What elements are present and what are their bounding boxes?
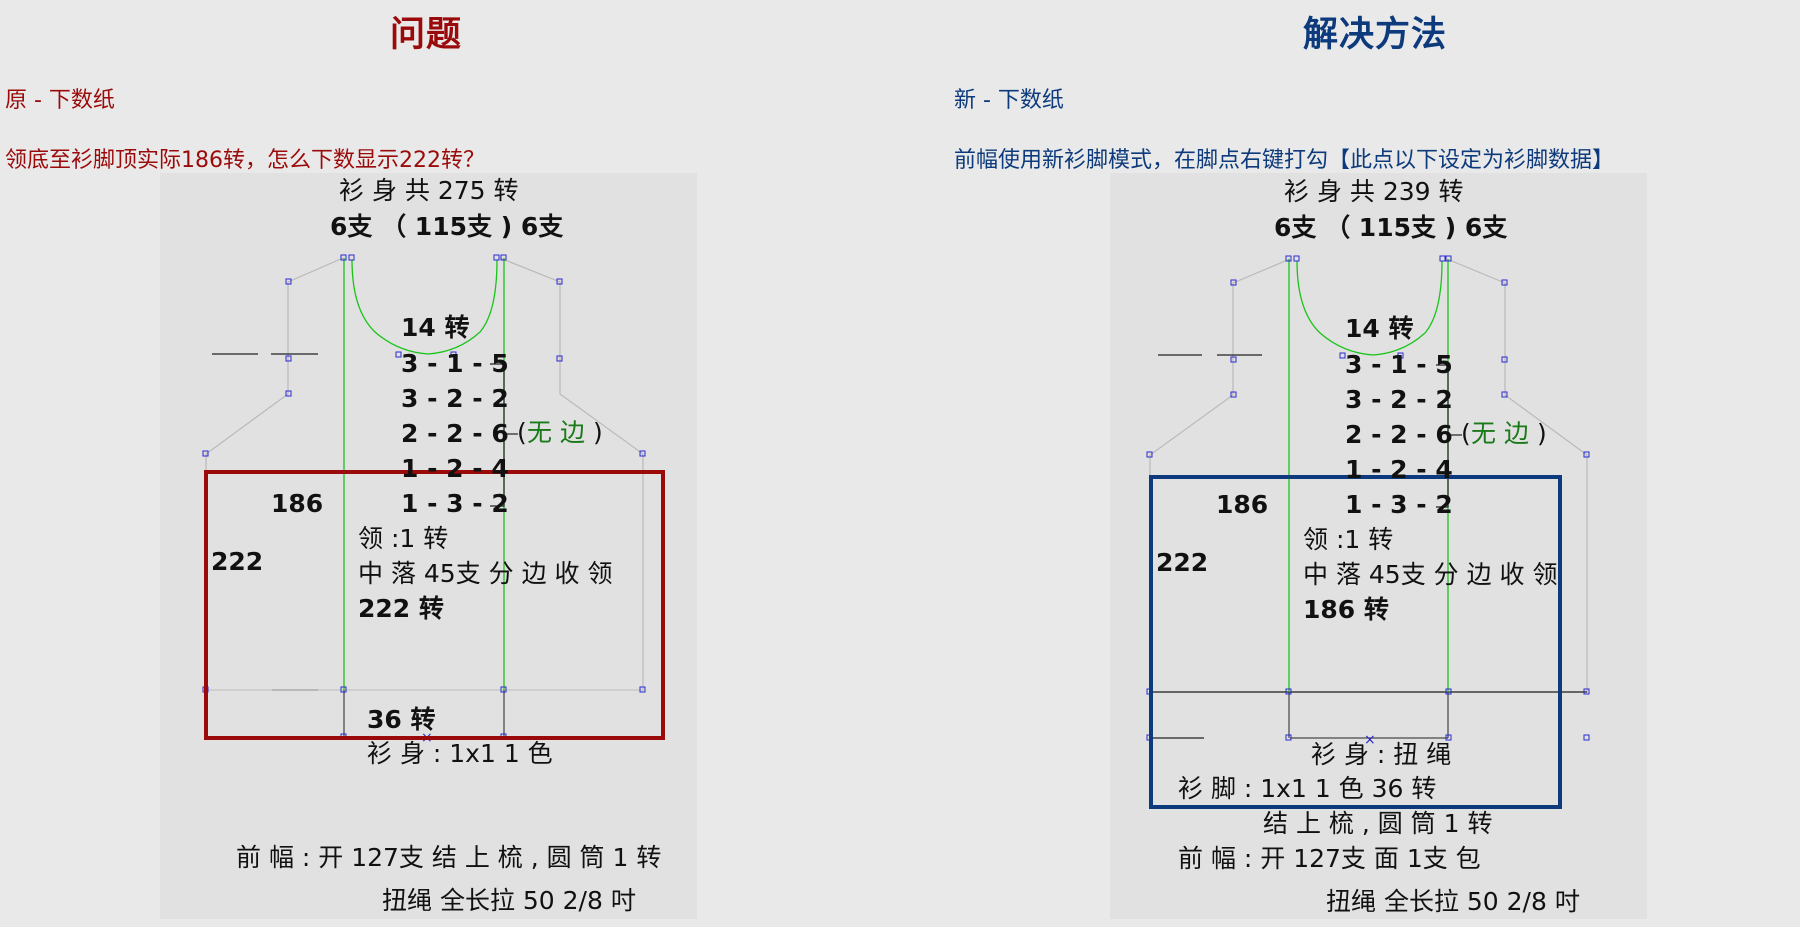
decrease-bracket [490, 363, 505, 507]
no-edge-close: ) [593, 418, 603, 447]
no-edge-open: ( [1461, 419, 1471, 448]
new-pattern-diagram: × 衫 身 共 239 转 6支 （ 115支 ) 6支 14 转 3 - 1 … [1110, 173, 1647, 919]
stitch-count-label: 6支 （ 115支 ) 6支 [330, 212, 563, 241]
no-edge-label: 无 边 [1471, 419, 1529, 448]
decrease-row-3: 2 - 2 - 6 [401, 419, 509, 448]
diagram-panel [160, 173, 697, 919]
total-rows-label: 衫 身 共 239 转 [1284, 177, 1464, 206]
neck-rows-label: 14 转 [401, 313, 470, 342]
decrease-row-5: 1 - 3 - 2 [401, 489, 509, 518]
neck-row-label: 领 :1 转 [358, 524, 448, 553]
decrease-row-4: 1 - 2 - 4 [401, 454, 509, 483]
solution-heading: 解决方法 [1303, 15, 1448, 55]
cable-length-label: 扭绳 全长拉 50 2/8 吋 [1326, 887, 1580, 916]
value-222: 222 [1156, 548, 1208, 577]
diagram-panel [1110, 173, 1647, 919]
decrease-row-2: 3 - 2 - 2 [401, 384, 509, 413]
no-edge-label: 无 边 [527, 418, 585, 447]
anchor-mark: × [1364, 732, 1376, 748]
problem-question: 领底至衫脚顶实际186转，怎么下数显示222转？ [5, 148, 485, 173]
value-222: 222 [211, 547, 263, 576]
rows-total-label: 186 转 [1303, 595, 1389, 624]
center-drop-label: 中 落 45支 分 边 收 领 [1303, 560, 1558, 589]
decrease-row-5: 1 - 3 - 2 [1345, 490, 1453, 519]
problem-heading: 问题 [390, 15, 463, 55]
stitch-count-label: 6支 （ 115支 ) 6支 [1274, 213, 1507, 242]
solution-highlight-box [1149, 475, 1562, 809]
total-rows-label: 衫 身 共 275 转 [339, 176, 519, 205]
neckline-curve [351, 259, 498, 355]
neck-rows-label: 14 转 [1345, 314, 1414, 343]
decrease-row-4: 1 - 2 - 4 [1345, 455, 1453, 484]
original-pattern-diagram: × 衫 身 共 275 转 6支 （ 115支 ) 6支 14 转 3 - 1 … [160, 173, 697, 919]
original-sheet-label: 原 - 下数纸 [5, 88, 115, 113]
solution-description: 前幅使用新衫脚模式，在脚点右键打勾【此点以下设定为衫脚数据】 [954, 148, 1615, 173]
rows-total-label: 222 转 [358, 594, 444, 623]
problem-highlight-box [204, 470, 665, 740]
value-186: 186 [1216, 490, 1268, 519]
body-pattern-label: 衫 身 : 1x1 1 色 [367, 739, 553, 768]
no-edge-open: ( [517, 418, 527, 447]
decrease-row-1: 3 - 1 - 5 [1345, 350, 1453, 379]
neckline-curve [1296, 260, 1443, 356]
neck-row-label: 领 :1 转 [1303, 525, 1393, 554]
hem-pattern-label: 衫 脚 : 1x1 1 色 36 转 [1178, 774, 1436, 803]
center-drop-label: 中 落 45支 分 边 收 领 [358, 559, 613, 588]
cable-length-label: 扭绳 全长拉 50 2/8 吋 [382, 886, 636, 915]
no-edge-close: ) [1537, 419, 1547, 448]
finish-label: 结 上 梳 , 圆 筒 1 转 [1263, 809, 1492, 838]
decrease-row-2: 3 - 2 - 2 [1345, 385, 1453, 414]
decrease-row-3: 2 - 2 - 6 [1345, 420, 1453, 449]
decrease-row-1: 3 - 1 - 5 [401, 349, 509, 378]
value-186: 186 [271, 489, 323, 518]
front-panel-label: 前 幅 : 开 127支 结 上 梳 , 圆 筒 1 转 [236, 843, 661, 872]
decrease-bracket [1436, 364, 1449, 508]
hem-rows-label: 36 转 [367, 705, 436, 734]
body-pattern-label: 衫 身 : 扭 绳 [1311, 740, 1451, 769]
front-panel-label: 前 幅 : 开 127支 面 1支 包 [1178, 844, 1481, 873]
new-sheet-label: 新 - 下数纸 [954, 88, 1064, 113]
